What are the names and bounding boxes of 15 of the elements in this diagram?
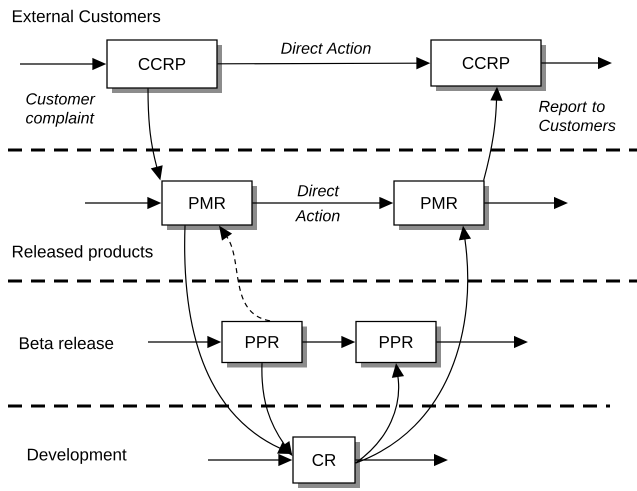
- process-box: CR: [292, 436, 360, 488]
- lane-label: Report to Customers: [539, 100, 616, 132]
- edge-label: Direct Action: [294, 184, 340, 222]
- process-box: CCRP: [106, 39, 222, 93]
- lane-label: Released products: [12, 245, 153, 261]
- lane-label: Beta release: [20, 336, 114, 350]
- process-box: PMR: [393, 180, 489, 230]
- edge-label: Direct Action: [281, 42, 371, 54]
- lane-label: Development: [28, 448, 127, 464]
- process-box: PPR: [221, 320, 307, 368]
- process-box: PPR: [355, 320, 441, 368]
- process-box: PMR: [161, 180, 257, 230]
- lane-label: Customer complaint: [26, 93, 96, 127]
- process-box: CCRP: [430, 39, 546, 91]
- lane-label: External Customers: [12, 10, 160, 22]
